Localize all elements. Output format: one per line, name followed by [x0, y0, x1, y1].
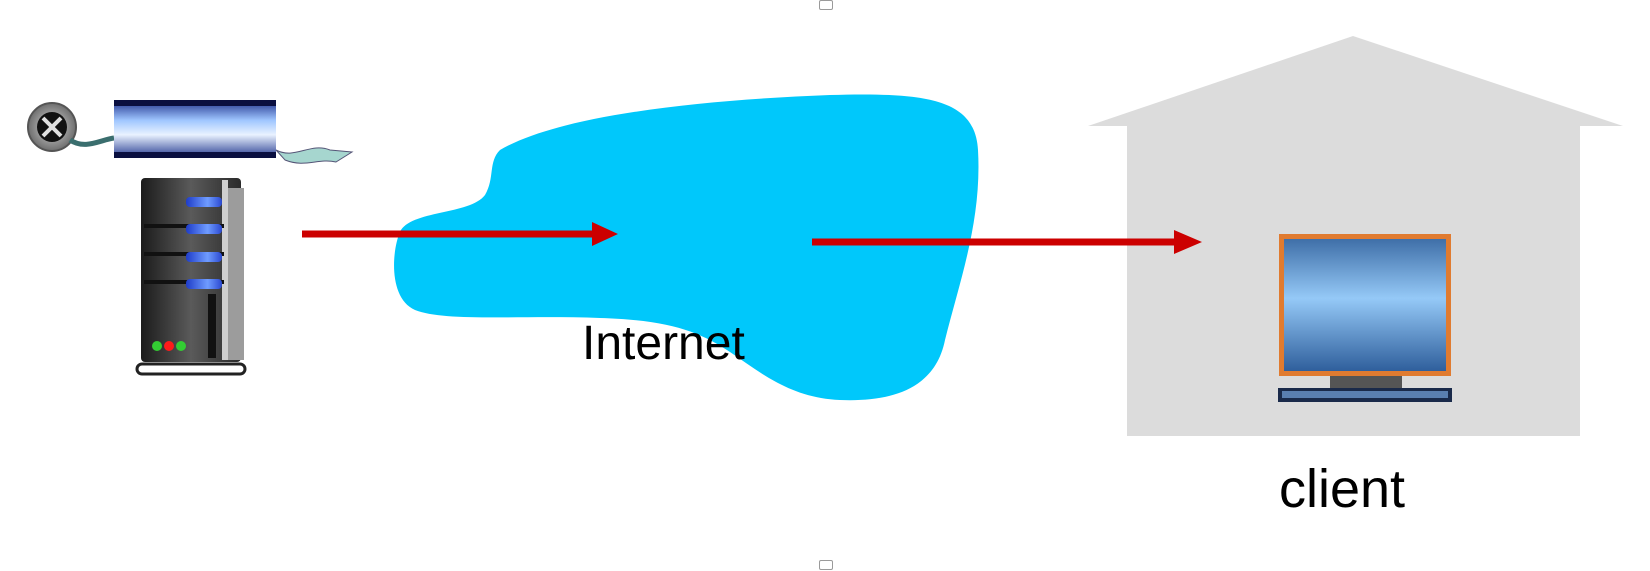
internet-cloud — [394, 94, 979, 401]
client-label: client — [1279, 459, 1406, 519]
selection-handle-bottom[interactable] — [819, 560, 833, 570]
selection-handle-top[interactable] — [819, 0, 833, 10]
monitor-icon — [1278, 234, 1452, 402]
film-reel-icon — [27, 100, 354, 164]
video-server-icon — [135, 178, 247, 376]
internet-label: Internet — [582, 317, 745, 370]
arrow-server-to-internet — [302, 222, 618, 246]
arrow-internet-to-client — [812, 230, 1202, 254]
